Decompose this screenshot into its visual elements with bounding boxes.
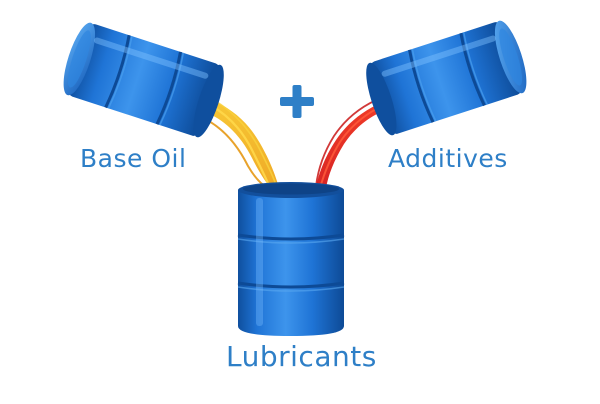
additives-barrel-icon [366, 20, 527, 136]
lubricants-barrel-icon [237, 182, 345, 336]
base-oil-barrel-icon [63, 22, 224, 138]
lubricants-label: Lubricants [226, 340, 377, 373]
base-oil-label: Base Oil [80, 144, 187, 173]
plus-icon [280, 85, 314, 118]
additives-label: Additives [388, 144, 508, 173]
